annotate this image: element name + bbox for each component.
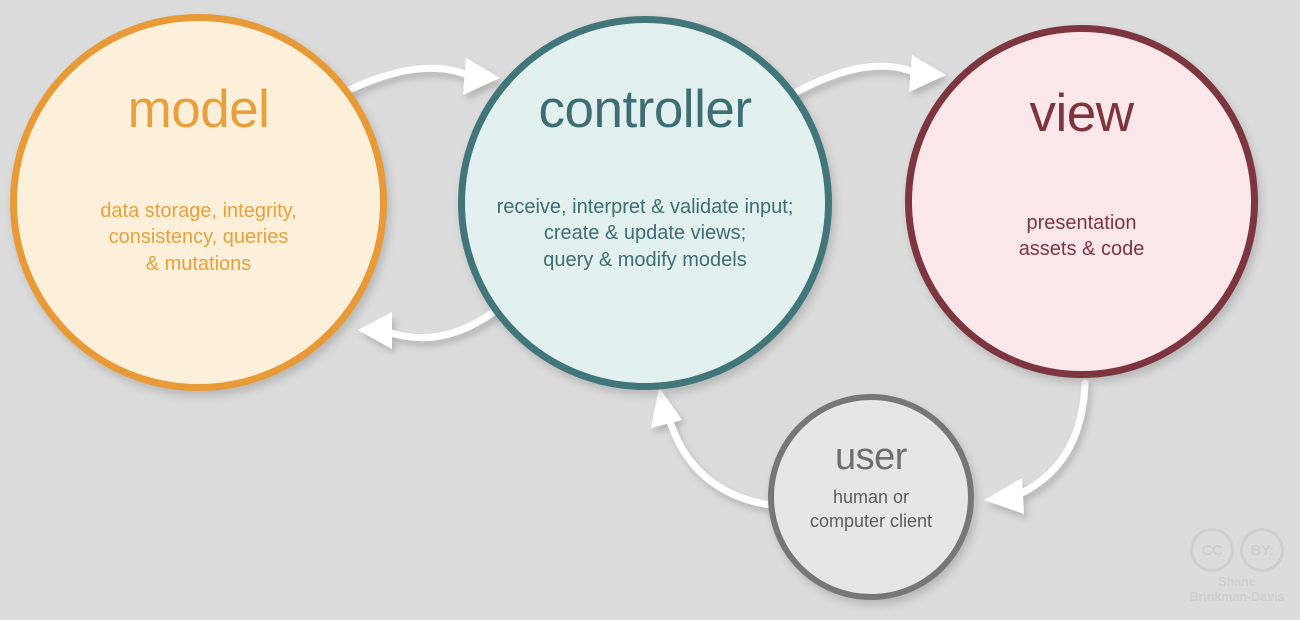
node-view-description-line-2: assets & code (1018, 238, 1145, 261)
node-view-title: view (1029, 84, 1134, 143)
author-name-line-2: Brinkman-Davis (1189, 589, 1285, 604)
cc-icon: CC (1190, 528, 1234, 572)
node-model-description-line-3: & mutations (145, 252, 252, 275)
creative-commons-badge: CC BY: (1178, 528, 1296, 572)
node-controller-description: receive, interpret & validate input; cre… (497, 194, 794, 273)
node-user-description-line-1: human or (832, 487, 910, 507)
node-controller-title: controller (538, 80, 752, 139)
node-controller-description-line-3: query & modify models (543, 248, 747, 271)
node-model-description: data storage, integrity, consistency, qu… (100, 198, 296, 277)
node-model-description-line-1: data storage, integrity, (100, 200, 297, 222)
node-user[interactable]: user human or computer client (768, 394, 974, 600)
arrow-controller-to-model (358, 307, 499, 349)
author-name-line-1: Shane (1218, 575, 1256, 589)
node-controller-description-line-1: receive, interpret & validate input; (496, 196, 794, 218)
node-view[interactable]: view presentation assets & code (905, 25, 1258, 378)
author-name: Shane Brinkman-Davis (1178, 575, 1296, 605)
attribution: CC BY: Shane Brinkman-Davis (1178, 528, 1296, 605)
node-model[interactable]: model data storage, integrity, consisten… (10, 14, 387, 391)
node-controller-description-line-2: create & update views; (543, 222, 747, 245)
arrow-user-to-controller (651, 387, 774, 509)
node-user-title: user (835, 436, 907, 478)
node-user-description-line-2: computer client (809, 510, 933, 531)
arrow-controller-to-view (787, 55, 946, 99)
arrow-view-to-user (984, 379, 1089, 514)
node-user-description: human or computer client (810, 486, 932, 534)
node-model-title: model (127, 80, 270, 139)
node-view-description-line-1: presentation (1026, 212, 1137, 234)
arrow-model-to-controller (337, 58, 500, 98)
node-controller[interactable]: controller receive, interpret & validate… (458, 16, 832, 390)
node-model-description-line-2: consistency, queries (108, 226, 289, 249)
by-icon: BY: (1240, 528, 1284, 572)
node-view-description: presentation assets & code (1019, 210, 1145, 263)
